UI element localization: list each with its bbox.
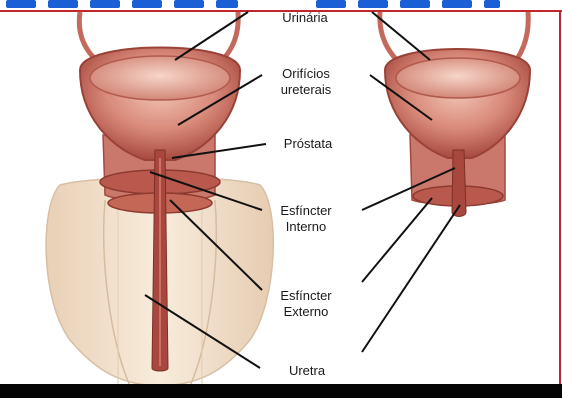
label-uretra: Uretra [272, 363, 342, 379]
bottom-black-bar [0, 384, 562, 398]
label-esfincter-interno: Esfíncter Interno [266, 203, 346, 235]
label-prostata: Próstata [266, 136, 350, 152]
label-urinaria: Urinária [272, 10, 338, 26]
left-anatomy [46, 12, 273, 386]
label-orificios-ureterais: Orifícios ureterais [268, 66, 344, 98]
top-banner [0, 0, 562, 10]
right-anatomy [380, 12, 530, 217]
label-esfincter-externo: Esfíncter Externo [266, 288, 346, 320]
